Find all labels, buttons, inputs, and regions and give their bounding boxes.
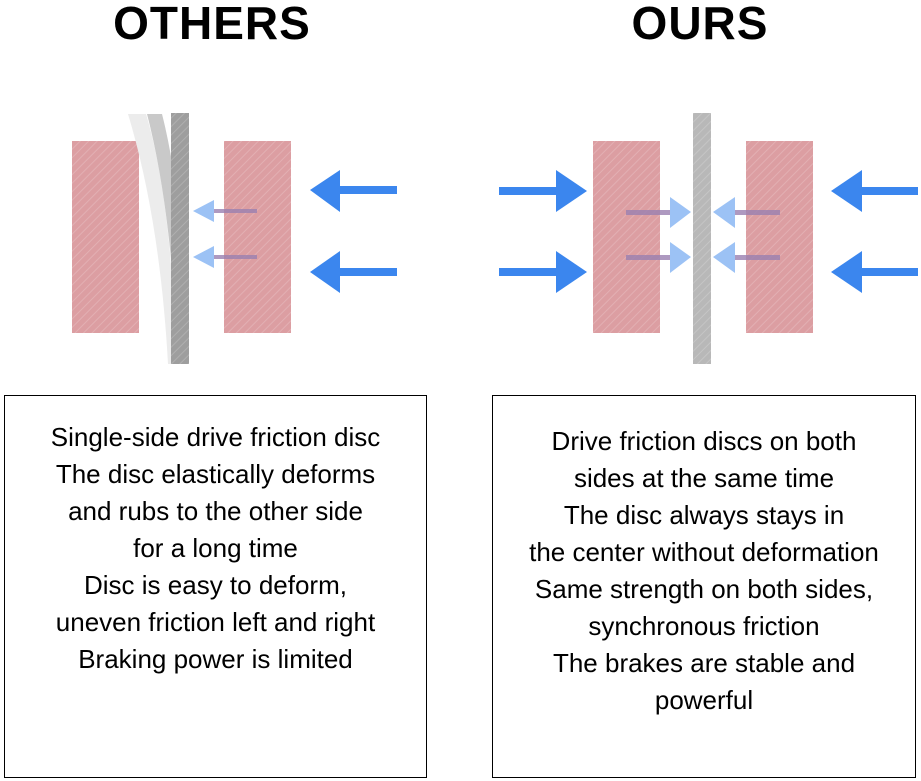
description-line: The disc elastically deforms (55, 459, 376, 489)
description-line: synchronous friction (588, 611, 820, 641)
small-arrow-left-icon (193, 246, 257, 268)
small-arrow-right-icon (626, 242, 691, 273)
force-arrow-right-icon (499, 251, 587, 293)
description-line: for a long time (133, 533, 298, 563)
deformed-disc-ghost (128, 114, 176, 364)
description-line: The brakes are stable and (552, 648, 856, 678)
small-arrow-right-icon (626, 197, 691, 228)
force-arrow-right-icon (499, 170, 587, 212)
description-line: sides at the same time (573, 463, 835, 493)
others-title: OTHERS (113, 0, 311, 49)
description-line: and rubs to the other side (68, 496, 363, 526)
description-line: Single-side drive friction disc (50, 422, 381, 452)
small-arrow-left-icon (713, 242, 780, 273)
small-arrow-left-icon (193, 200, 257, 222)
description-line: Disc is easy to deform, (84, 570, 347, 600)
description-line: Same strength on both sides, (534, 574, 874, 604)
brake-diagrams (72, 113, 918, 364)
description-line: Braking power is limited (78, 644, 353, 674)
others-diagram (72, 113, 397, 364)
description-line: the center without deformation (529, 537, 879, 567)
ours-title: OURS (631, 0, 769, 49)
description-line: uneven friction left and right (55, 607, 376, 637)
force-arrow-left-icon (310, 251, 397, 293)
force-arrow-left-icon (831, 251, 918, 293)
description-line: The disc always stays in (563, 500, 845, 530)
description-line: Drive friction discs on both (551, 426, 857, 456)
force-arrow-left-icon (831, 170, 918, 212)
description-line: powerful (654, 685, 754, 715)
small-arrow-left-icon (713, 197, 780, 228)
ours-description-box: Drive friction discs on both sides at th… (492, 395, 916, 778)
ours-diagram (499, 113, 918, 364)
others-description-box: Single-side drive friction disc The disc… (4, 395, 427, 778)
force-arrow-left-icon (310, 170, 397, 212)
